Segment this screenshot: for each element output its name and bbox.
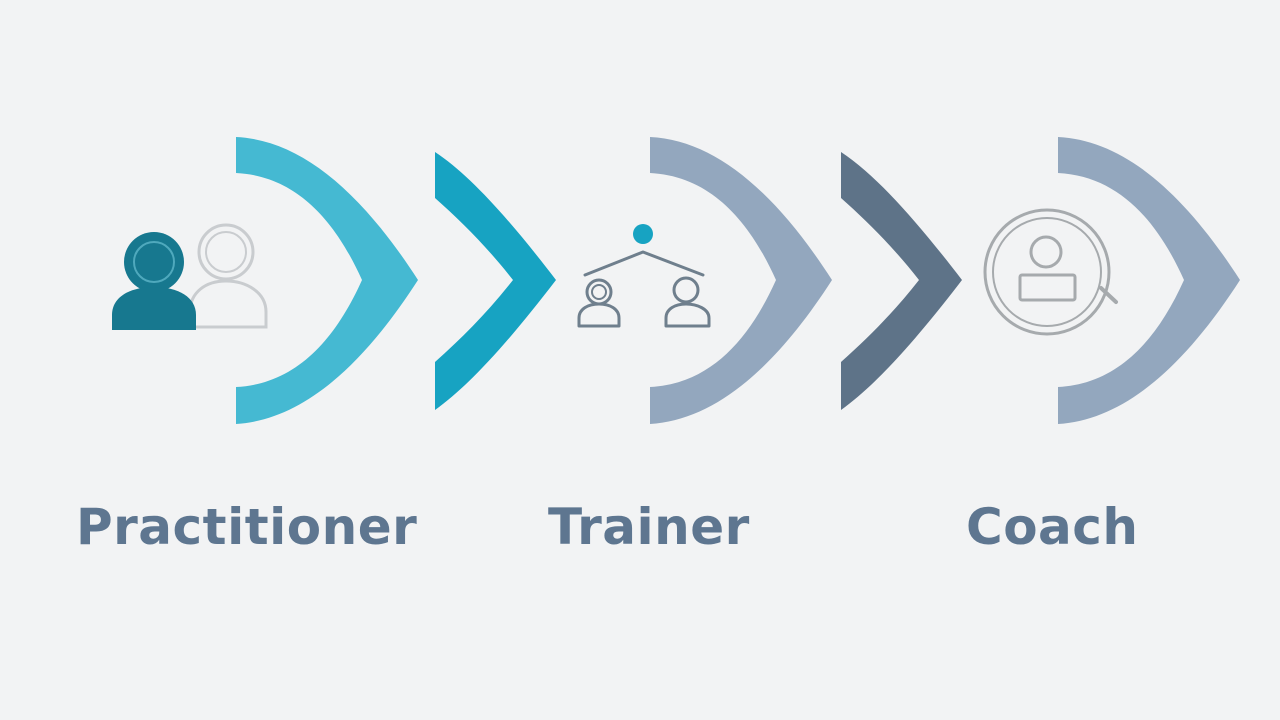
trainer-label: Trainer [548, 498, 750, 556]
practitioner-label: Practitioner [76, 498, 418, 556]
people-pair-icon [112, 223, 268, 330]
coach-magnifier-icon [983, 208, 1118, 336]
trainer-arc-shape [650, 137, 832, 424]
practitioner-arc-shape [236, 137, 418, 424]
trainer-hierarchy-icon [577, 224, 711, 328]
coach-label: Coach [966, 498, 1139, 556]
connector-chevron-2 [841, 152, 962, 410]
coach-arc-shape [1058, 137, 1240, 424]
connector-chevron-1 [435, 152, 556, 410]
